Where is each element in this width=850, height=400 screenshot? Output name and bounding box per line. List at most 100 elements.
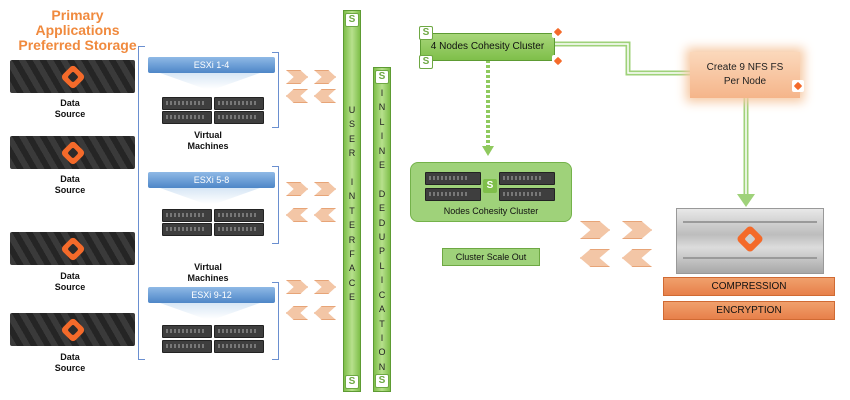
storage-array-2 [10,136,135,169]
data-source-label-line: Data [60,98,80,108]
vertical-letter: I [380,332,384,343]
virtual-machines-label-1: Virtual Machines [178,130,238,152]
inline-dedup-bar: S I N L I N E D E D U P L I C A T I O N … [373,67,391,392]
data-source-label-line: Source [54,363,86,373]
connector-cluster-to-nfs-inner [553,43,690,74]
cohesity-logo-icon: S [345,13,359,27]
nfs-line-1: Create 9 NFS FS [706,62,784,73]
vertical-letter: I [380,88,384,98]
vertical-letter: A [348,263,355,274]
vertical-letter: E [378,203,385,214]
esxi-group-3-bracket [272,282,279,360]
server-icon [214,209,264,222]
vertical-letter: E [378,160,385,171]
pure-storage-logo-icon [552,55,564,67]
vertical-letter: E [348,133,355,144]
vertical-letter: E [348,220,355,231]
vertical-letter: C [348,277,356,288]
vertical-letter: N [378,102,386,113]
server-icon [214,223,264,236]
vertical-letter: R [348,234,356,245]
nodes-cluster-label: Nodes Cohesity Cluster [443,206,539,216]
server-icon [162,340,212,353]
data-source-label-3: Data Source [35,271,105,293]
server-icon [162,111,212,124]
vertical-letter: F [349,249,355,260]
cohesity-logo-icon: S [345,375,359,389]
data-source-label-line: Source [54,282,86,292]
esxi-group-1-bracket [272,52,279,128]
esxi-5-8-header: ESXi 5-8 [148,172,275,188]
chassis-stripe [683,257,817,259]
data-source-label-2: Data Source [35,174,105,196]
vertical-letter: T [349,205,355,216]
vm-label-line: Machines [187,273,229,283]
vertical-letter: E [348,292,355,303]
vertical-letter: T [379,318,385,329]
vertical-letter: O [378,347,386,358]
flash-array-storage [676,208,824,274]
vertical-letter: D [378,217,386,228]
vertical-letter: A [378,304,385,315]
data-source-label-line: Data [60,174,80,184]
vertical-letter: N [378,361,386,372]
user-interface-bar: S U S E R I N T E R F A C E S [343,10,361,392]
server-icon [162,97,212,110]
cohesity-logo-icon: S [419,26,433,40]
server-icon [214,325,264,338]
esxi-1-4-header: ESXi 1-4 [148,57,275,73]
vertical-letter: I [380,131,384,142]
compression-bar: COMPRESSION [663,277,835,296]
cohesity-logo-icon: S [483,179,497,193]
cohesity-logo-icon: S [375,70,389,84]
storage-array-1 [10,60,135,93]
nfs-line-2: Per Node [723,76,767,87]
server-icon [162,209,212,222]
vertical-letter: I [380,275,384,286]
vertical-letter: U [378,232,386,243]
four-nodes-cluster-box: 4 Nodes Cohesity Cluster S S [419,26,564,69]
virtual-machines-label-2: Virtual Machines [178,262,238,284]
vm-label-line: Virtual [194,262,222,272]
esxi-9-12-header: ESXi 9-12 [148,287,275,303]
vertical-letter: N [378,145,386,156]
vertical-letter: U [348,105,356,115]
vertical-letter: C [378,289,386,300]
title-line-3: Preferred Storage [18,37,137,53]
server-icon [214,340,264,353]
cohesity-logo-icon: S [419,55,433,69]
data-source-label-4: Data Source [35,352,105,374]
vertical-letter: L [379,116,385,127]
nodes-cohesity-cluster-box: S Nodes Cohesity Cluster [410,162,572,222]
data-source-label-line: Data [60,271,80,281]
server-icon [214,97,264,110]
data-source-label-line: Data [60,352,80,362]
pure-storage-logo-icon [735,224,765,254]
vertical-letter: N [348,191,356,202]
esxi-group-bracket [138,46,145,360]
vertical-letter: L [379,260,385,271]
data-source-label-line: Source [54,185,86,195]
server-icon [425,172,481,185]
arrow-down-icon [482,146,494,156]
vertical-letter: S [348,119,355,130]
chassis-stripe [683,221,817,223]
vertical-letter: D [378,188,386,199]
vertical-letter: P [378,246,385,257]
storage-array-4 [10,313,135,346]
server-icon [162,325,212,338]
title-line-1: Primary [51,7,104,23]
pure-storage-logo-icon [792,80,804,92]
server-icon [214,111,264,124]
storage-array-3 [10,232,135,265]
create-nfs-box: Create 9 NFS FS Per Node [690,52,804,98]
primary-storage-title: Primary Applications Preferred Storage [5,8,150,53]
server-icon [162,223,212,236]
vm-label-line: Machines [187,141,229,151]
user-interface-text: U S E R I N T E R F A C E [344,103,360,305]
connector-cluster-to-nfs [553,41,690,76]
four-nodes-cluster-label: 4 Nodes Cohesity Cluster [430,41,545,52]
data-source-label-line: Source [54,109,86,119]
pure-storage-logo-icon [552,26,564,38]
